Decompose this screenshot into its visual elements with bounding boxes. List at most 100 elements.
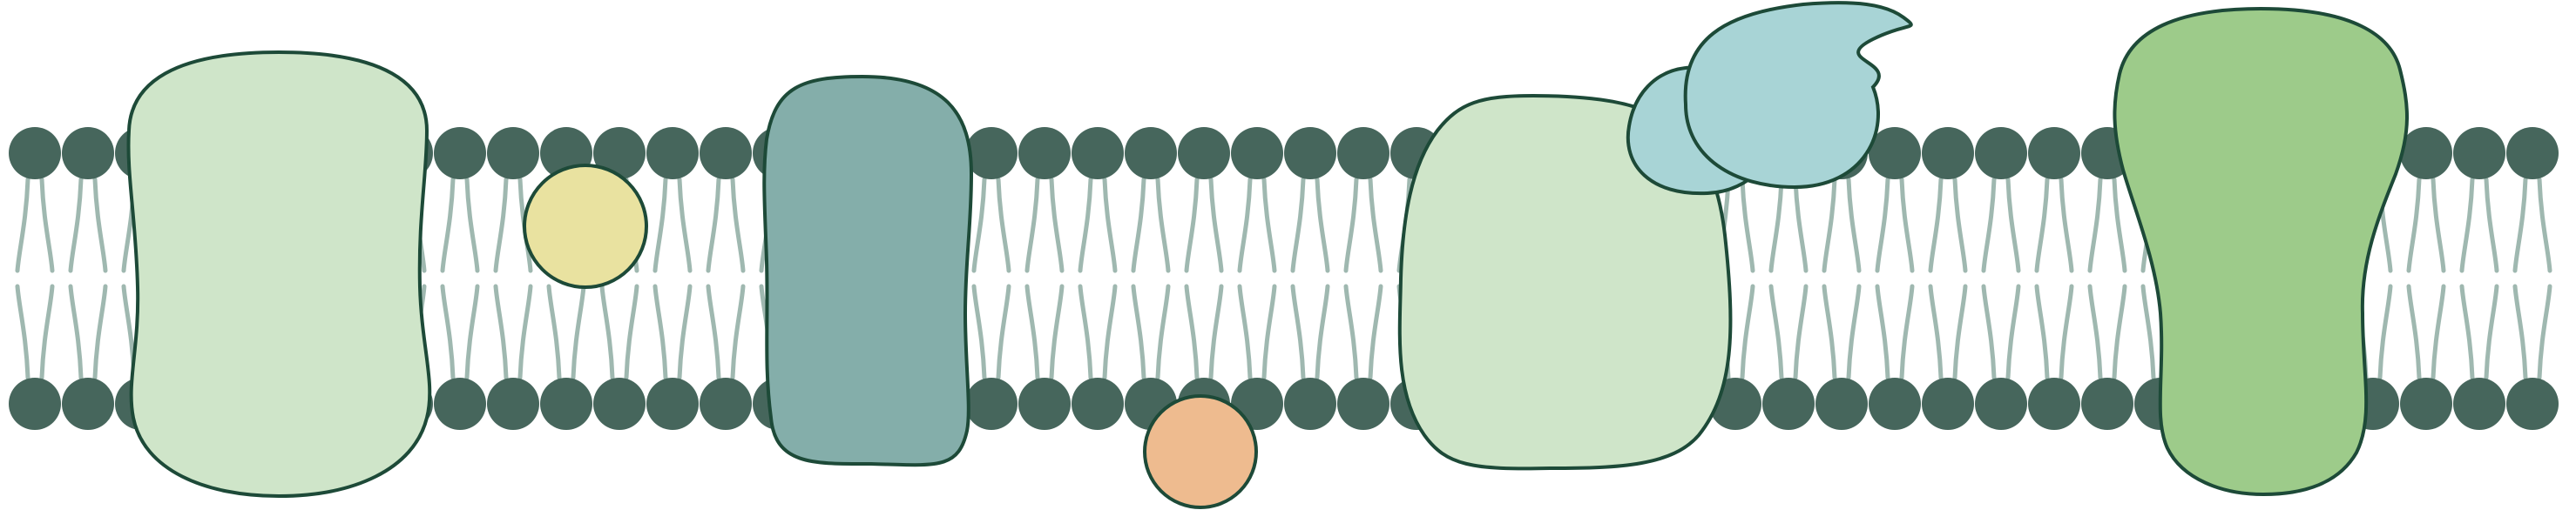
lipid-tail <box>39 284 55 380</box>
lipid-head-outer <box>1072 127 1124 179</box>
lipid-head-outer <box>1869 127 1921 179</box>
lipid-tail <box>2459 284 2475 380</box>
lipid-tail <box>2034 177 2050 273</box>
lipid-tail <box>464 177 480 273</box>
lipid-head-inner <box>1975 378 2027 430</box>
lipid-tail <box>517 284 533 380</box>
lipid-head-inner <box>540 378 592 430</box>
lipid-tail <box>599 284 615 380</box>
lipid-head-inner <box>646 378 699 430</box>
lipid-tail <box>1740 284 1755 380</box>
lipid-tail <box>1981 177 1997 273</box>
lipid-tail <box>1184 177 1200 273</box>
lipid-head-outer <box>1284 127 1336 179</box>
lipid-head-outer <box>1018 127 1071 179</box>
lipid-head-inner <box>62 378 114 430</box>
lipid-head-inner <box>1018 378 1071 430</box>
lipid-tail <box>68 284 84 380</box>
lipid-tail <box>1981 284 1997 380</box>
lipid-head-inner <box>2400 378 2452 430</box>
lipid-head-inner <box>434 378 486 430</box>
lipid-tail <box>464 284 480 380</box>
lipid-tail <box>15 177 30 273</box>
lipid-head-inner <box>2506 378 2559 430</box>
lipid-tail <box>1155 284 1171 380</box>
lipid-tail <box>1315 284 1330 380</box>
lipid-tail <box>706 284 721 380</box>
lipid-head-inner <box>2028 378 2080 430</box>
lipid-head-inner <box>700 378 752 430</box>
lipid-tail <box>2537 177 2552 273</box>
lipid-head-outer <box>2400 127 2452 179</box>
lipid-tail <box>493 177 509 273</box>
lipid-head-outer <box>434 127 486 179</box>
lipid-tail <box>2537 284 2552 380</box>
lipid-head-outer <box>1178 127 1230 179</box>
lipid-head-inner <box>1815 378 1868 430</box>
lipid-head-inner <box>2081 378 2133 430</box>
lipid-tail <box>546 284 562 380</box>
protein-layer <box>126 1 2409 509</box>
lipid-head-outer <box>487 127 539 179</box>
lipid-tail <box>1793 284 1809 380</box>
lipid-tail <box>68 177 84 273</box>
lipid-tail <box>706 177 721 273</box>
integral-protein-4 <box>2113 6 2409 497</box>
lipid-tail <box>2406 284 2422 380</box>
lipid-tail <box>92 177 108 273</box>
lipid-head-outer <box>1337 127 1389 179</box>
lipid-tail <box>1290 284 1306 380</box>
lipid-tail <box>440 177 456 273</box>
lipid-tail <box>1343 177 1359 273</box>
lipid-tail <box>2512 177 2528 273</box>
lipid-head-outer <box>646 127 699 179</box>
lipid-tail <box>1875 284 1890 380</box>
integral-protein-3 <box>1397 93 1733 471</box>
lipid-tail <box>1024 177 1040 273</box>
lipid-head-inner <box>487 378 539 430</box>
lipid-tail <box>2112 177 2127 273</box>
lipid-tail <box>2406 177 2422 273</box>
lipid-tail <box>2112 284 2127 380</box>
lipid-tail <box>1875 177 1890 273</box>
lipid-tail <box>1131 284 1146 380</box>
lipid-tail <box>1928 284 1944 380</box>
lipid-head-outer <box>1975 127 2027 179</box>
lipid-tail <box>1261 177 1277 273</box>
lipid-tail <box>1237 284 1253 380</box>
lipid-tail <box>1261 284 1277 380</box>
lipid-tail <box>1102 177 1118 273</box>
lipid-head-outer <box>62 127 114 179</box>
lipid-tail <box>1208 177 1224 273</box>
lipid-tail <box>1024 284 1040 380</box>
lipid-tail <box>1315 177 1330 273</box>
lipid-tail <box>1155 177 1171 273</box>
receptor-complex-large <box>1683 1 1913 190</box>
lipid-tail <box>2087 284 2103 380</box>
lipid-tail <box>493 284 509 380</box>
lipid-tail <box>1846 177 1862 273</box>
lipid-tail <box>1049 284 1065 380</box>
lipid-head-inner <box>2453 378 2505 430</box>
integral-protein-1 <box>126 50 432 499</box>
lipid-tail <box>1290 177 1306 273</box>
lipid-tail <box>2459 177 2475 273</box>
lipid-tail <box>1846 284 1862 380</box>
lipid-head-inner <box>1072 378 1124 430</box>
lipid-tail <box>1768 284 1784 380</box>
lipid-tail <box>1822 177 1837 273</box>
lipid-tail <box>996 177 1011 273</box>
lipid-head-outer <box>965 127 1018 179</box>
lipid-head-inner <box>965 378 1018 430</box>
lipid-tail <box>1131 177 1146 273</box>
lipid-tail <box>2005 284 2021 380</box>
lipid-tail <box>2512 284 2528 380</box>
lipid-head-outer <box>9 127 61 179</box>
lipid-tail <box>677 177 693 273</box>
peripheral-protein-top <box>523 164 648 289</box>
lipid-tail <box>2059 284 2074 380</box>
lipid-tail <box>1343 284 1359 380</box>
lipid-tail <box>2484 177 2499 273</box>
lipid-tail <box>1368 177 1383 273</box>
integral-protein-2 <box>762 74 974 467</box>
